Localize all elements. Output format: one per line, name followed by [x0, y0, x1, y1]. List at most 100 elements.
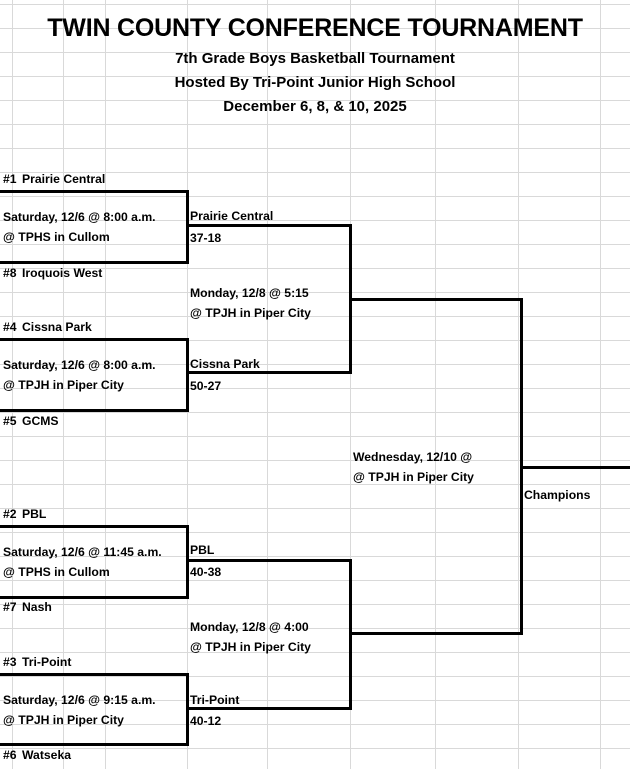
gridline-horizontal	[0, 628, 630, 629]
bracket-line-horizontal	[0, 261, 189, 264]
gridline-vertical	[12, 0, 13, 769]
game-site: @ TPJH in Piper City	[3, 713, 124, 727]
gridline-horizontal	[0, 364, 630, 365]
bracket-line-horizontal	[520, 466, 630, 469]
seed-number: #5	[3, 414, 17, 428]
winner-score: 50-27	[190, 379, 222, 393]
bracket-line-horizontal	[349, 632, 523, 635]
seed-number: #6	[3, 748, 17, 762]
seed-number: #7	[3, 600, 17, 614]
gridline-horizontal	[0, 388, 630, 389]
winner-name: PBL	[190, 543, 215, 557]
gridline-horizontal	[0, 124, 630, 125]
page-subtitle-dates: December 6, 8, & 10, 2025	[223, 98, 407, 115]
gridline-horizontal	[0, 316, 630, 317]
gridline-vertical	[518, 0, 519, 769]
gridline-horizontal	[0, 292, 630, 293]
bracket-line-horizontal	[0, 409, 189, 412]
bracket-line-vertical	[186, 338, 189, 412]
seed-number: #4	[3, 320, 17, 334]
bracket-line-horizontal	[186, 559, 352, 562]
winner-score: 37-18	[190, 231, 222, 245]
seed-number: #3	[3, 655, 17, 669]
gridline-horizontal	[0, 748, 630, 749]
gridline-horizontal	[0, 652, 630, 653]
gridline-horizontal	[0, 676, 630, 677]
team-name: Iroquois West	[22, 266, 103, 280]
winner-name: Tri-Point	[190, 693, 240, 707]
gridline-vertical	[63, 0, 64, 769]
game-time: Saturday, 12/6 @ 8:00 a.m.	[3, 358, 156, 372]
gridline-horizontal	[0, 220, 630, 221]
gridline-horizontal	[0, 100, 630, 101]
gridline-horizontal	[0, 604, 630, 605]
semifinal-game-time: Monday, 12/8 @ 4:00	[190, 620, 309, 634]
winner-name: Cissna Park	[190, 357, 260, 371]
gridline-horizontal	[0, 556, 630, 557]
gridline-horizontal	[0, 52, 630, 53]
gridline-horizontal	[0, 580, 630, 581]
page-title: TWIN COUNTY CONFERENCE TOURNAMENT	[47, 14, 583, 42]
gridline-vertical	[267, 0, 268, 769]
gridline-vertical	[435, 0, 436, 769]
game-site: @ TPJH in Piper City	[3, 378, 124, 392]
team-name: Cissna Park	[22, 320, 92, 334]
gridline-vertical	[600, 0, 601, 769]
bracket-line-horizontal	[0, 673, 189, 676]
gridline-horizontal	[0, 172, 630, 173]
champion-label: Champions	[524, 488, 591, 502]
gridline-horizontal	[0, 28, 630, 29]
bracket-line-vertical	[186, 525, 189, 599]
game-time: Saturday, 12/6 @ 8:00 a.m.	[3, 210, 156, 224]
bracket-line-horizontal	[0, 596, 189, 599]
team-name: Watseka	[22, 748, 71, 762]
seed-number: #8	[3, 266, 17, 280]
seed-number: #1	[3, 172, 17, 186]
bracket-line-horizontal	[349, 298, 523, 301]
gridline-horizontal	[0, 508, 630, 509]
gridline-horizontal	[0, 196, 630, 197]
gridline-horizontal	[0, 724, 630, 725]
team-name: PBL	[22, 507, 47, 521]
bracket-line-horizontal	[0, 190, 189, 193]
gridline-horizontal	[0, 4, 630, 5]
gridline-horizontal	[0, 532, 630, 533]
game-site: @ TPHS in Cullom	[3, 565, 110, 579]
game-site: @ TPHS in Cullom	[3, 230, 110, 244]
team-name: Tri-Point	[22, 655, 72, 669]
final-game-time: Wednesday, 12/10 @	[353, 450, 473, 464]
bracket-line-horizontal	[186, 224, 352, 227]
bracket-line-horizontal	[0, 743, 189, 746]
gridline-horizontal	[0, 412, 630, 413]
gridline-vertical	[105, 0, 106, 769]
semifinal-game-site: @ TPJH in Piper City	[190, 640, 311, 654]
gridline-vertical	[350, 0, 351, 769]
gridline-horizontal	[0, 460, 630, 461]
gridline-horizontal	[0, 484, 630, 485]
semifinal-game-time: Monday, 12/8 @ 5:15	[190, 286, 309, 300]
team-name: Nash	[22, 600, 52, 614]
bracket-line-horizontal	[186, 371, 352, 374]
page-subtitle-event: 7th Grade Boys Basketball Tournament	[175, 50, 455, 67]
team-name: GCMS	[22, 414, 59, 428]
gridline-horizontal	[0, 76, 630, 77]
winner-name: Prairie Central	[190, 209, 274, 223]
semifinal-game-site: @ TPJH in Piper City	[190, 306, 311, 320]
game-time: Saturday, 12/6 @ 9:15 a.m.	[3, 693, 156, 707]
gridline-horizontal	[0, 700, 630, 701]
gridline-horizontal	[0, 340, 630, 341]
seed-number: #2	[3, 507, 17, 521]
team-name: Prairie Central	[22, 172, 106, 186]
bracket-line-vertical	[186, 190, 189, 264]
bracket-line-horizontal	[0, 525, 189, 528]
game-time: Saturday, 12/6 @ 11:45 a.m.	[3, 545, 162, 559]
gridline-horizontal	[0, 148, 630, 149]
gridline-horizontal	[0, 244, 630, 245]
winner-score: 40-38	[190, 565, 222, 579]
page-subtitle-host: Hosted By Tri-Point Junior High School	[174, 74, 456, 91]
bracket-line-horizontal	[0, 338, 189, 341]
bracket-line-horizontal	[186, 707, 352, 710]
gridline-horizontal	[0, 268, 630, 269]
gridline-horizontal	[0, 436, 630, 437]
